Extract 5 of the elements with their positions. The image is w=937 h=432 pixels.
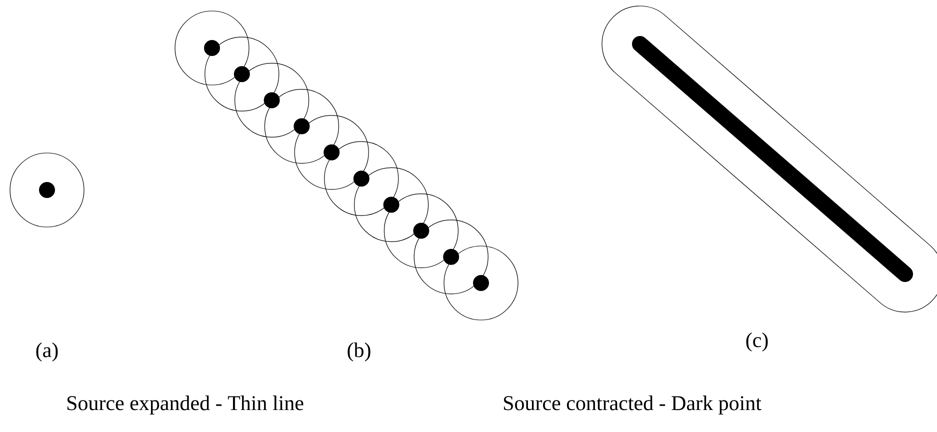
panel-label: (b) [348,342,370,362]
caption: Source expanded - Thin line [67,395,304,415]
panel-label: (a) [36,342,58,362]
caption: Source contracted - Dark point [504,395,762,415]
panel-label: (c) [746,332,768,352]
